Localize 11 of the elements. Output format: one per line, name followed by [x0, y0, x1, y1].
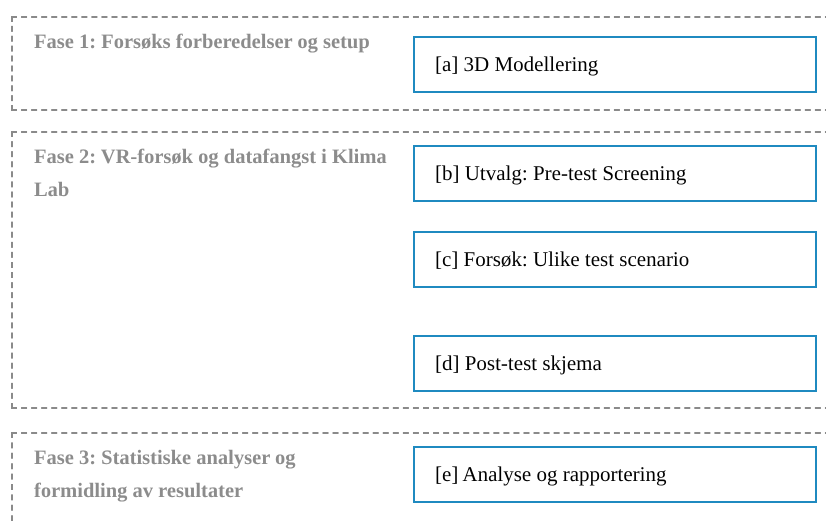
phase-panel [11, 432, 826, 521]
phase-heading: Fase 2: VR-forsøk og datafangst i Klima Lab [34, 145, 388, 203]
phase-heading: Fase 3: Statistiske analyser og formidling av resultater [34, 446, 297, 504]
step-box: [e] Analyse og rapportering [413, 446, 817, 503]
step-box: [c] Forsøk: Ulike test scenario [413, 231, 817, 288]
step-box: [a] 3D Modellering [413, 36, 817, 93]
phase-heading: Fase 1: Forsøks forberedelser og setup [34, 30, 371, 55]
phase-panel [11, 131, 826, 409]
step-box: [b] Utvalg: Pre-test Screening [413, 145, 817, 202]
phase-panel [11, 16, 826, 111]
step-box: [d] Post-test skjema [413, 335, 817, 392]
